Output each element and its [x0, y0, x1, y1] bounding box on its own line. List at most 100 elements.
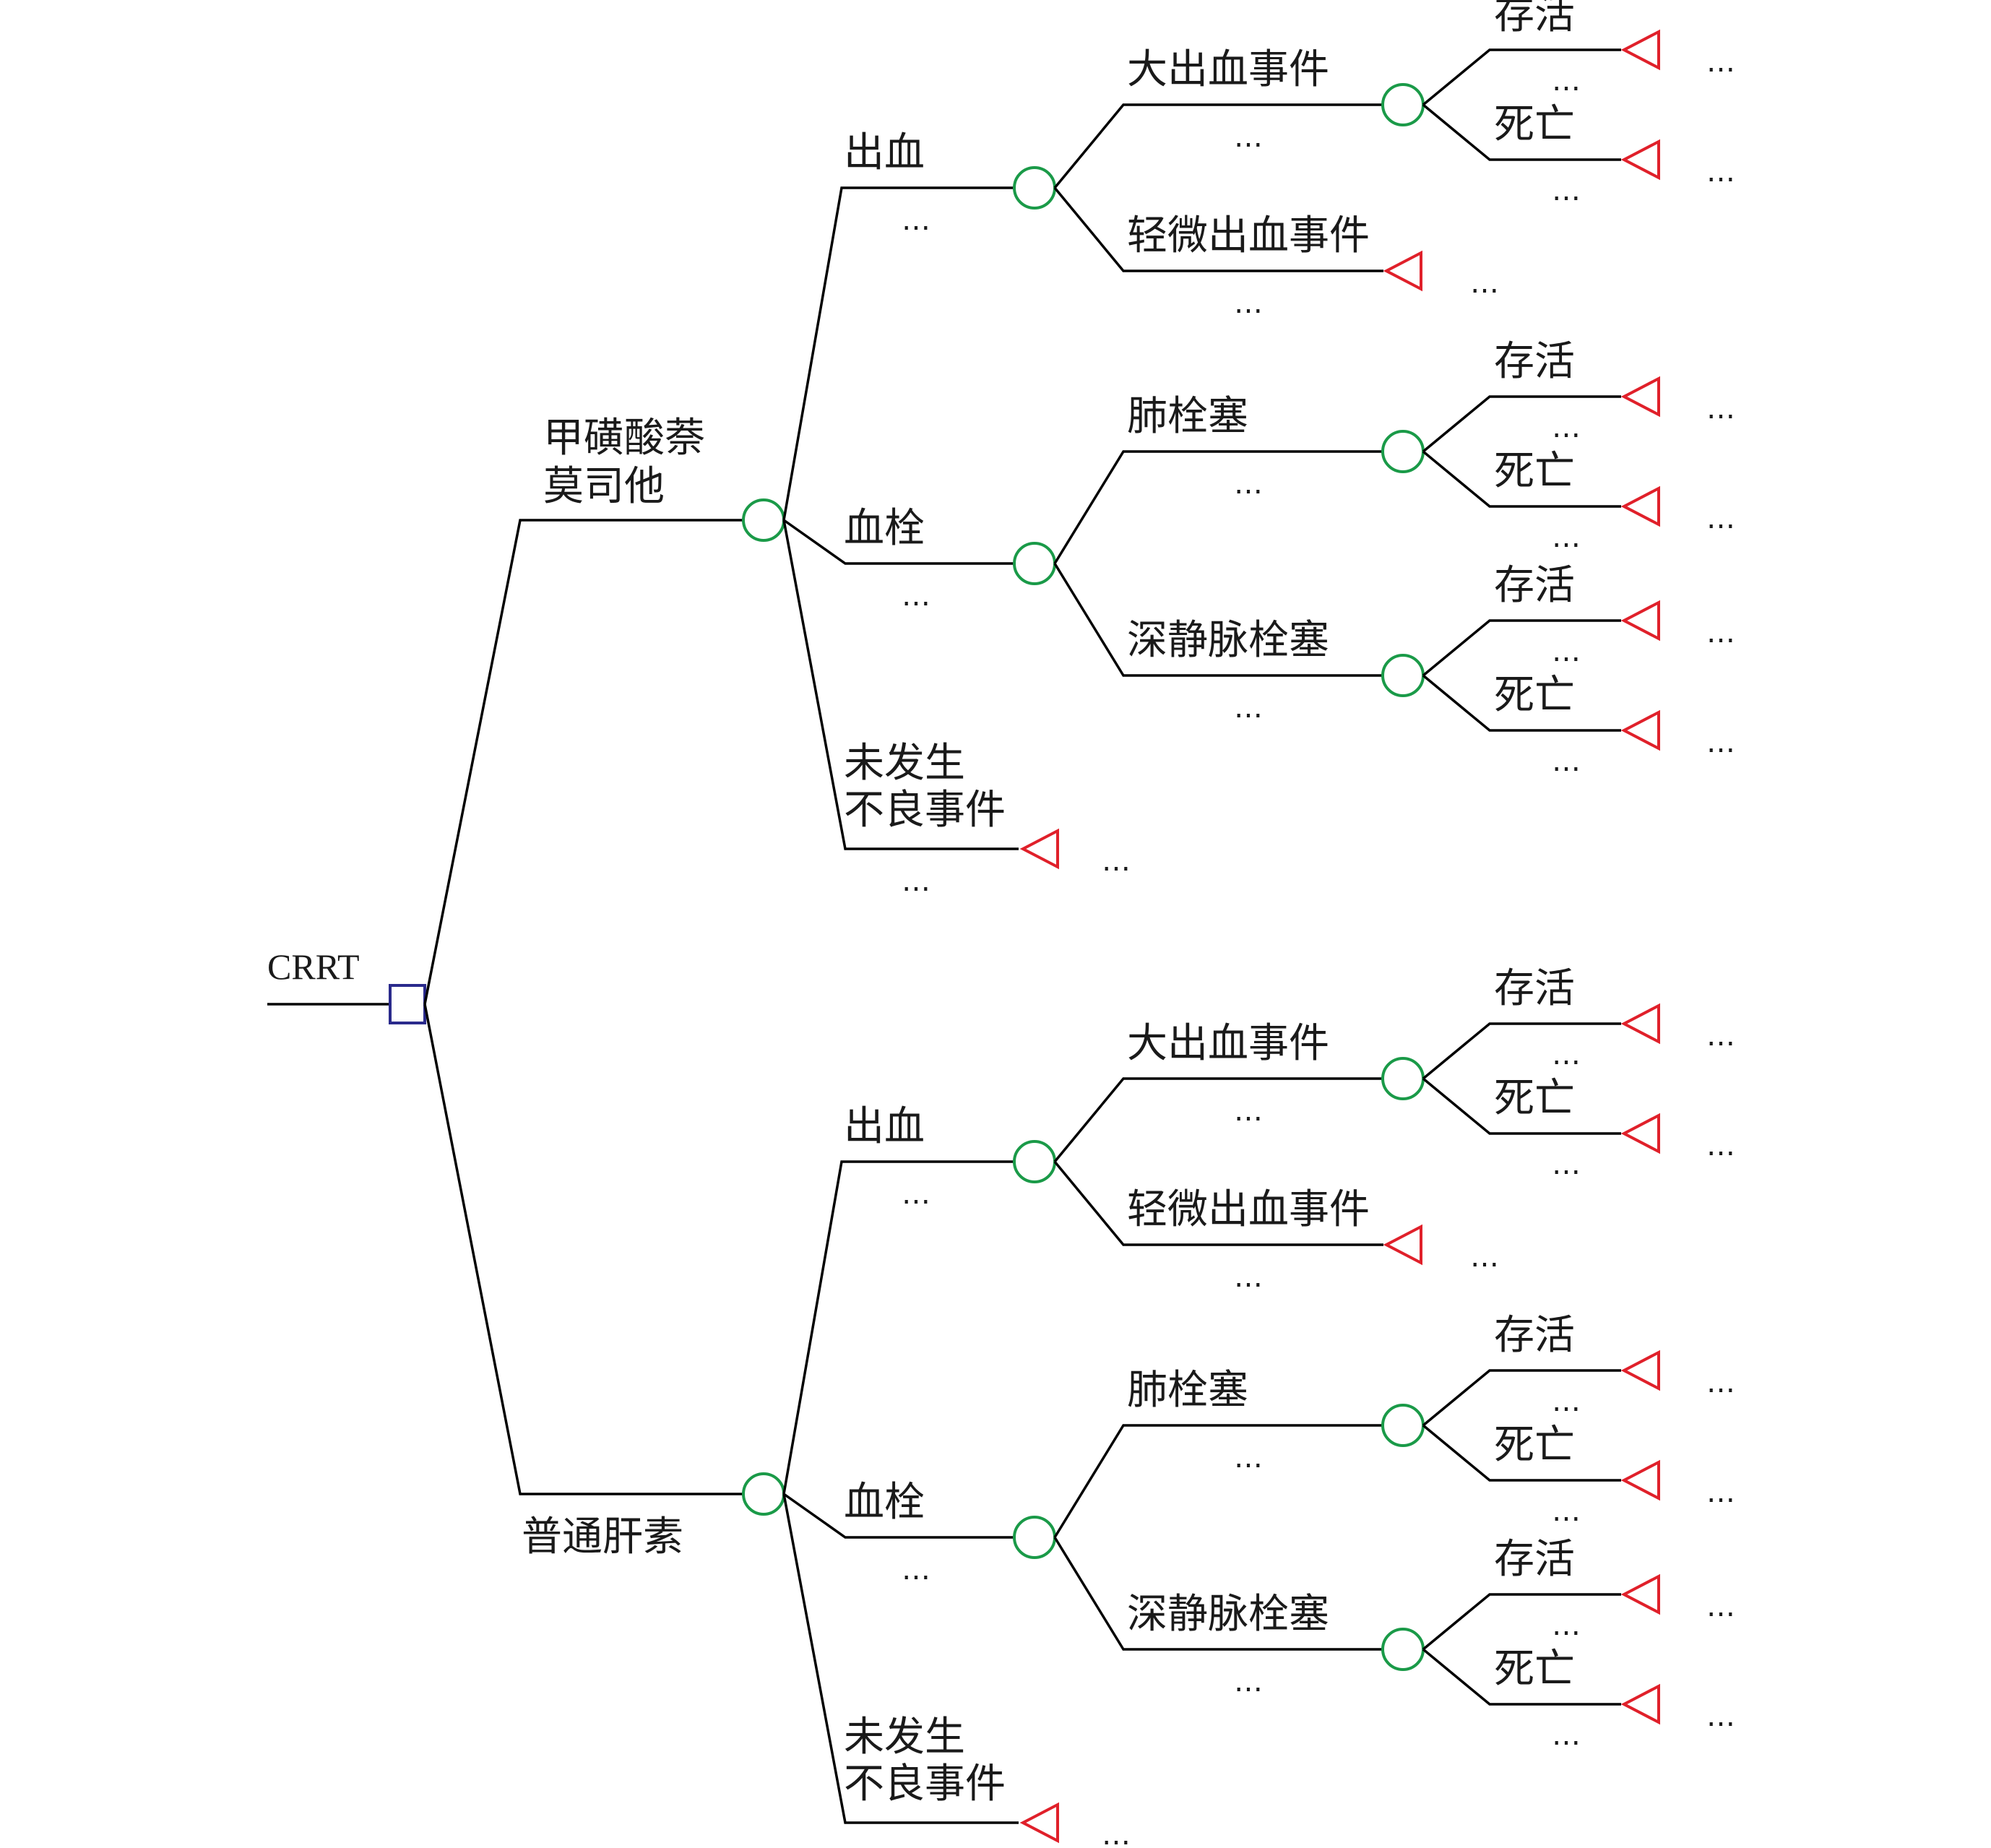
event-label: 大出血事件 — [1127, 46, 1329, 93]
strategy-label: 普通肝素 — [522, 1514, 683, 1560]
event-branch — [1053, 1424, 1383, 1538]
tree-branches: 甲磺酸萘莫司他出血…大出血事件…存活……死亡……轻微出血事件……血栓…肺栓塞…存… — [423, 0, 1735, 1848]
ellipsis-label: … — [1552, 635, 1581, 668]
end-branch — [1422, 1424, 1621, 1482]
ellipsis-label: … — [1706, 616, 1735, 649]
ellipsis-label: … — [902, 579, 930, 613]
terminal-node — [1620, 1350, 1660, 1391]
event-branch — [1053, 186, 1383, 272]
chance-node — [1381, 1057, 1425, 1100]
ellipsis-label: … — [1234, 121, 1263, 154]
ellipsis-label: … — [1706, 46, 1735, 79]
outcome-label: 不良事件 — [844, 1761, 1006, 1808]
outcome-label: 未发生 — [844, 1714, 965, 1761]
event-branch — [1053, 1077, 1383, 1163]
chance-node — [1381, 1404, 1425, 1447]
terminal-node — [1620, 485, 1660, 527]
ellipsis-label: … — [1706, 1019, 1735, 1053]
ellipsis-label: … — [1552, 1038, 1581, 1071]
event-label: 轻微出血事件 — [1127, 212, 1370, 259]
ellipsis-label: … — [1706, 1700, 1735, 1733]
event-label: 肺栓塞 — [1127, 1367, 1248, 1414]
ellipsis-label: … — [1552, 745, 1581, 778]
decision-node — [389, 984, 426, 1024]
terminal-node — [1383, 1224, 1422, 1266]
end-branch — [1422, 450, 1621, 508]
chance-node — [1013, 166, 1056, 210]
end-label: 存活 — [1494, 0, 1575, 38]
ellipsis-label: … — [1470, 267, 1499, 300]
ellipsis-label: … — [1234, 1094, 1263, 1128]
ellipsis-label: … — [1552, 1385, 1581, 1418]
event-branch — [1053, 450, 1383, 564]
end-branch — [1422, 395, 1621, 453]
ellipsis-label: … — [902, 1178, 930, 1211]
root-label: CRRT — [267, 946, 360, 987]
end-label: 死亡 — [1494, 1075, 1575, 1122]
ellipsis-label: … — [1706, 392, 1735, 426]
terminal-node — [1383, 250, 1422, 292]
ellipsis-label: … — [1234, 1261, 1263, 1294]
ellipsis-label: … — [1552, 64, 1581, 98]
end-branch — [1422, 1369, 1621, 1427]
chance-node — [742, 498, 785, 542]
end-label: 死亡 — [1494, 672, 1575, 719]
ellipsis-label: … — [1552, 1495, 1581, 1528]
chance-node — [1381, 83, 1425, 126]
outcome-branch — [782, 519, 1019, 850]
strategy-branch — [423, 519, 743, 1005]
end-branch — [1422, 48, 1621, 106]
chance-node — [1013, 542, 1056, 585]
end-label: 死亡 — [1494, 1646, 1575, 1693]
end-branch — [1422, 674, 1621, 732]
end-label: 死亡 — [1494, 448, 1575, 495]
ellipsis-label: … — [902, 204, 930, 237]
end-branch — [1422, 1593, 1621, 1651]
terminal-node — [1620, 1003, 1660, 1045]
outcome-branch — [782, 186, 1015, 521]
end-label: 死亡 — [1494, 101, 1575, 148]
ellipsis-label: … — [1552, 521, 1581, 554]
chance-node — [1013, 1140, 1056, 1183]
event-branch — [1053, 1537, 1383, 1651]
end-label: 存活 — [1494, 562, 1575, 609]
end-branch — [1422, 1648, 1621, 1706]
terminal-node — [1620, 29, 1660, 71]
ellipsis-label: … — [1102, 845, 1131, 878]
ellipsis-label: … — [1706, 726, 1735, 759]
ellipsis-label: … — [1234, 1441, 1263, 1474]
terminal-node — [1620, 376, 1660, 418]
terminal-node — [1019, 828, 1059, 870]
ellipsis-label: … — [1706, 1129, 1735, 1162]
outcome-label: 血栓 — [844, 1479, 925, 1526]
strategy-label: 甲磺酸萘 — [543, 415, 705, 462]
end-label: 存活 — [1494, 1312, 1575, 1359]
event-label: 深静脉栓塞 — [1127, 617, 1329, 664]
ellipsis-label: … — [902, 865, 930, 898]
outcome-branch — [782, 1493, 1015, 1539]
ellipsis-label: … — [1552, 174, 1581, 207]
chance-node — [742, 1472, 785, 1516]
ellipsis-label: … — [1102, 1818, 1131, 1848]
ellipsis-label: … — [1234, 467, 1263, 501]
outcome-label: 不良事件 — [844, 787, 1006, 834]
terminal-node — [1620, 1683, 1660, 1725]
event-label: 大出血事件 — [1127, 1020, 1329, 1067]
chance-node — [1381, 1628, 1425, 1671]
ellipsis-label: … — [902, 1839, 930, 1848]
outcome-branch — [782, 519, 1015, 565]
ellipsis-label: … — [1706, 1476, 1735, 1509]
terminal-node — [1620, 139, 1660, 181]
chance-node — [1013, 1516, 1056, 1559]
end-label: 存活 — [1494, 338, 1575, 385]
outcome-branch — [782, 1160, 1015, 1495]
end-branch — [1422, 619, 1621, 677]
outcome-label: 血栓 — [844, 505, 925, 552]
terminal-node — [1620, 600, 1660, 642]
end-branch — [1422, 103, 1621, 161]
event-label: 深静脉栓塞 — [1127, 1591, 1329, 1638]
strategy-label: 莫司他 — [543, 463, 665, 510]
ellipsis-label: … — [1552, 1609, 1581, 1642]
event-branch — [1053, 103, 1383, 189]
terminal-node — [1620, 709, 1660, 751]
